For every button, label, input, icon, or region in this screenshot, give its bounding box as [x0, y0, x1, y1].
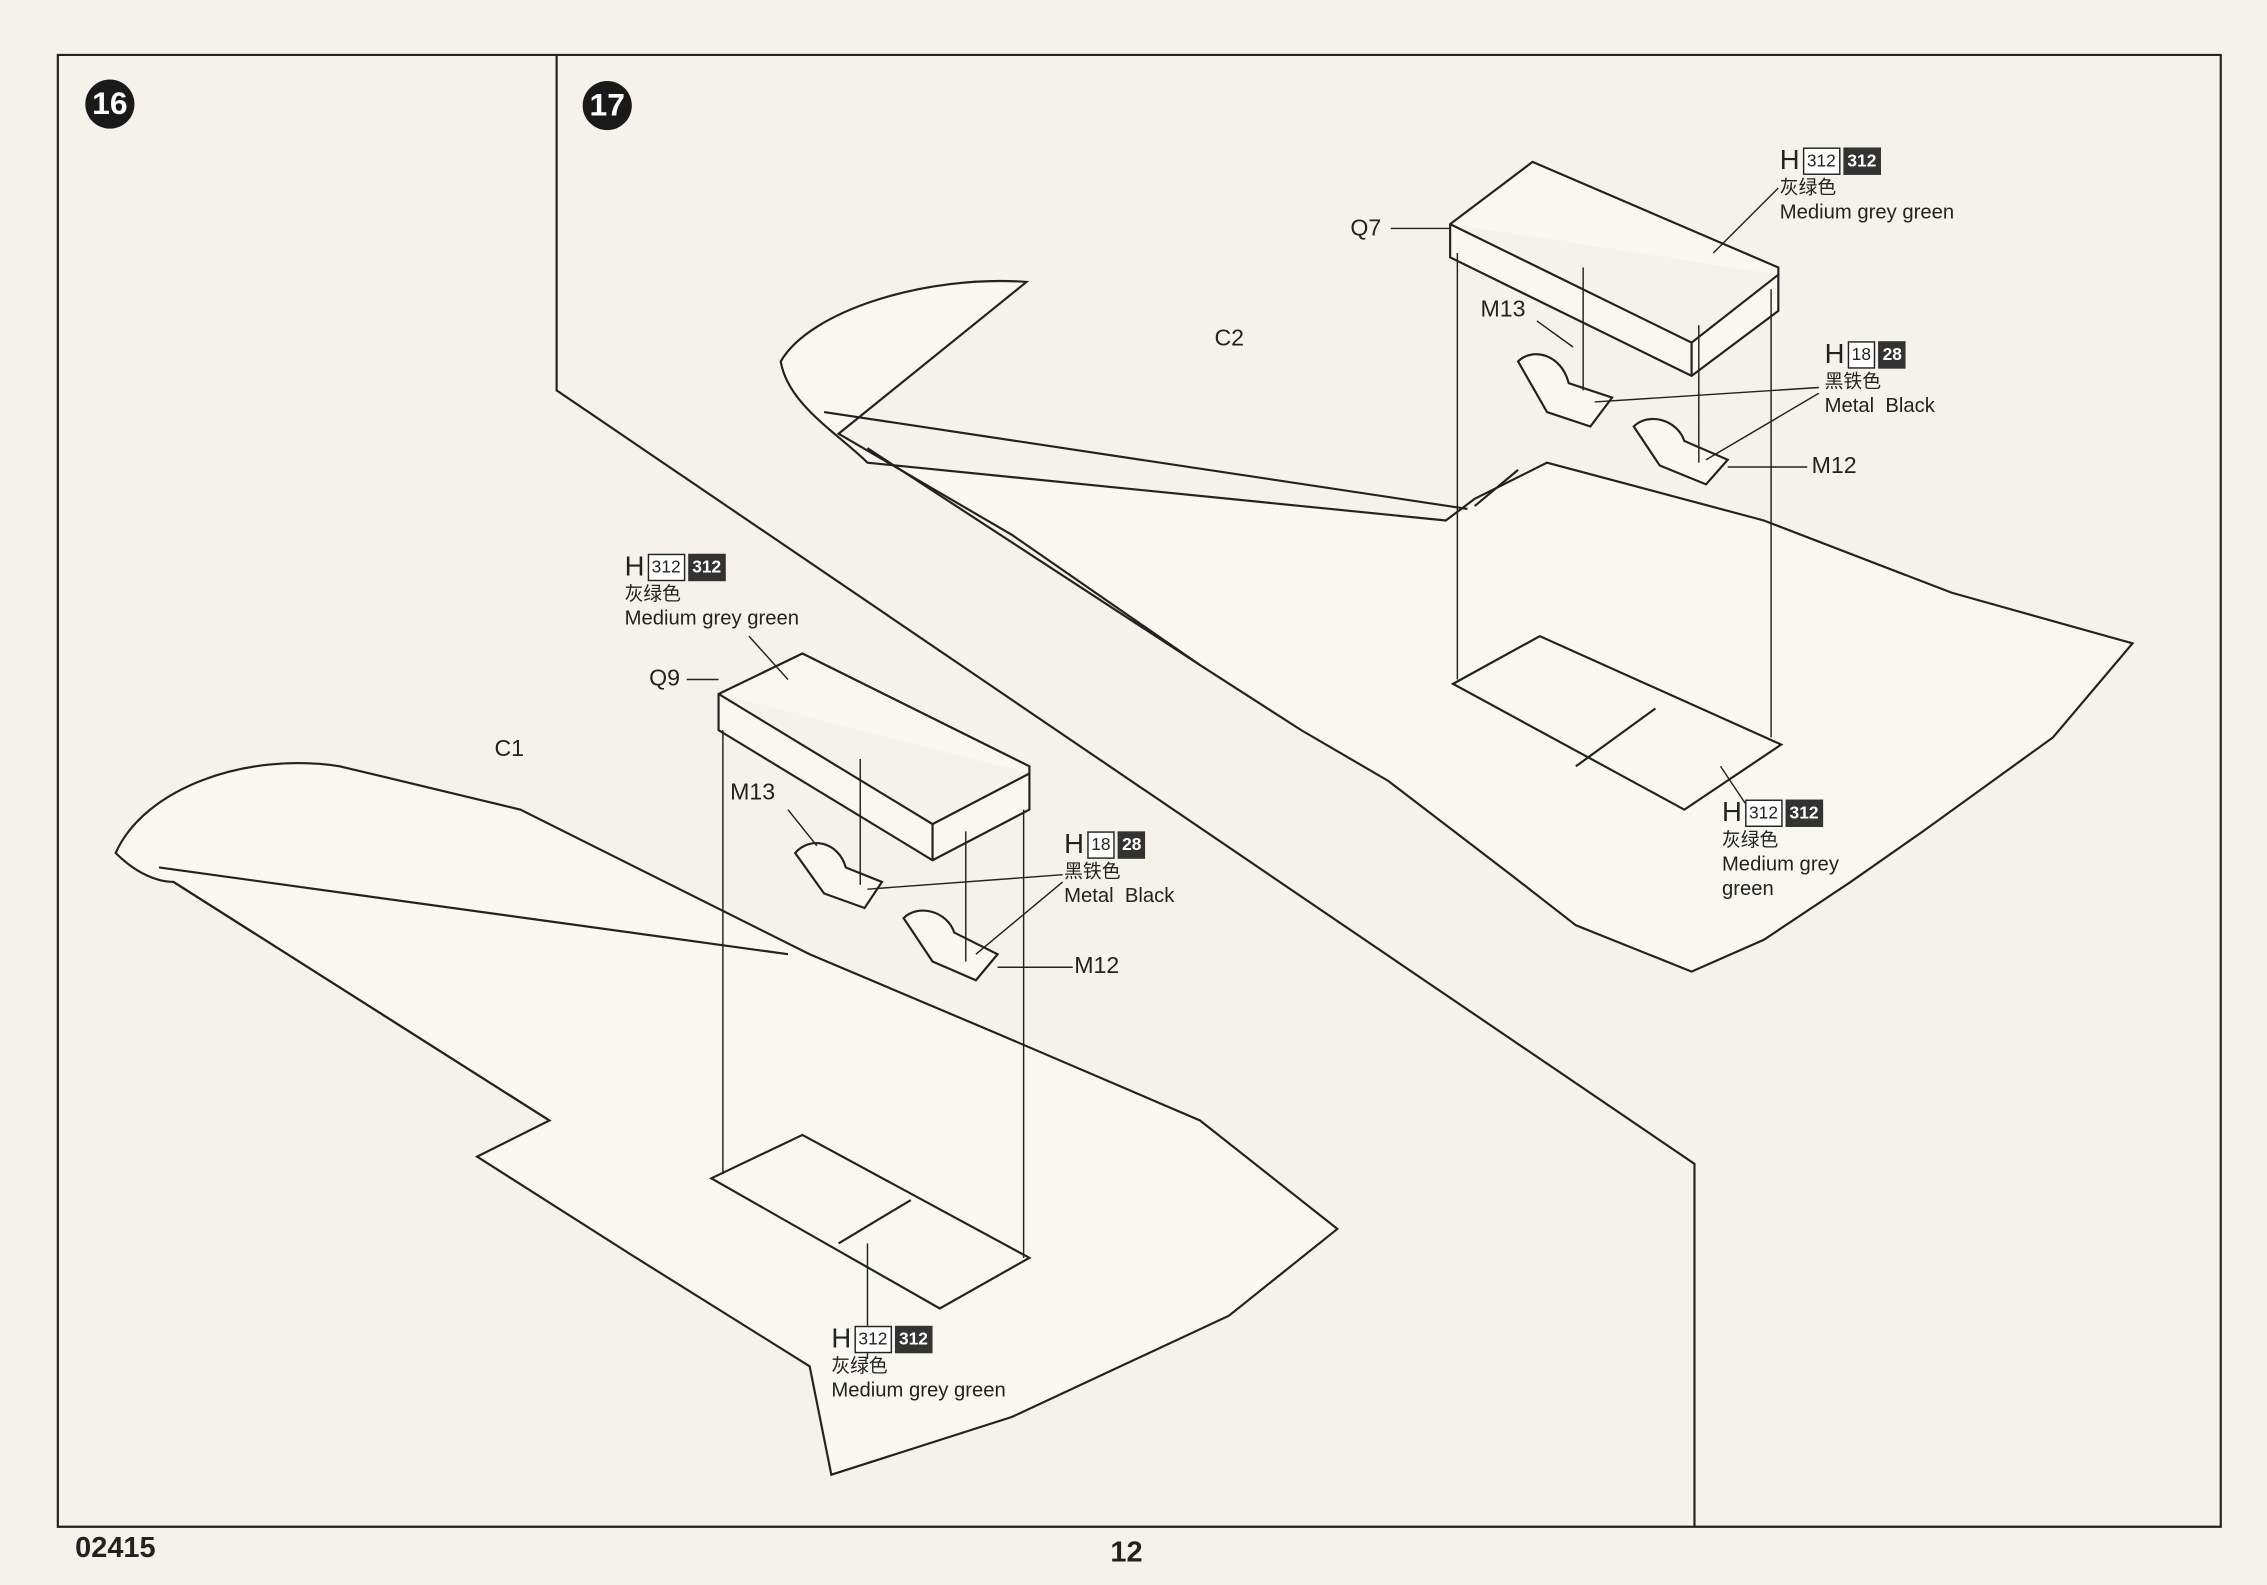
part-label-m13: M13	[1480, 297, 1526, 323]
guide-lines-17	[1390, 187, 1820, 811]
step-number-17: 17	[582, 80, 632, 131]
hatch-frame-17	[1450, 634, 1784, 811]
paint-name-en-cont: green	[1721, 876, 1774, 900]
paint-name-en: Metal Black	[1824, 393, 1935, 417]
paint-name-cn: 灰绿色	[1779, 176, 1837, 199]
bracket-m13-17	[1516, 353, 1614, 428]
paint-brand: H	[1824, 339, 1845, 371]
paint-code: 312	[1802, 147, 1841, 175]
wing-c2-edge	[823, 410, 1519, 666]
paint-brand: H	[1779, 146, 1800, 177]
part-label-q9: Q9	[649, 666, 681, 692]
bracket-m12-17	[1632, 417, 1730, 486]
paint-code-alt: 28	[1878, 341, 1907, 369]
paint-code: 312	[1744, 799, 1783, 827]
paint-name-cn: 灰绿色	[1721, 828, 1779, 851]
page-number: 12	[1110, 1536, 1143, 1569]
paint-name-cn: 灰绿色	[624, 582, 681, 605]
paint-brand: H	[624, 552, 645, 583]
guide-lines-16	[686, 635, 1073, 1360]
paint-code-alt: 28	[1117, 831, 1146, 859]
paint-code-alt: 312	[894, 1325, 933, 1354]
step-number-16: 16	[85, 79, 135, 129]
part-label-m12: M12	[1811, 453, 1857, 479]
box-q9	[717, 652, 1031, 862]
part-label-m13: M13	[730, 780, 776, 806]
paint-code: 18	[1086, 831, 1115, 859]
bracket-m13-16	[793, 842, 884, 910]
paint-name-en: Medium grey green	[1779, 199, 1955, 223]
part-label-m12: M12	[1074, 954, 1120, 979]
paint-brand: H	[831, 1324, 852, 1355]
paint-code-alt: 312	[1843, 147, 1881, 175]
paint-name-cn: 黑铁色	[1824, 370, 1882, 392]
box-q7	[1449, 160, 1780, 378]
paint-name-en: Medium grey	[1721, 851, 1839, 875]
hatch-frame-16	[708, 1133, 1032, 1310]
product-code: 02415	[75, 1532, 156, 1565]
paint-name-cn: 灰绿色	[831, 1354, 888, 1377]
paint-name-en: Medium grey green	[831, 1377, 1006, 1401]
paint-brand: H	[1721, 798, 1742, 829]
paint-code: 312	[854, 1325, 892, 1354]
part-label-q7: Q7	[1350, 216, 1382, 242]
paint-code: 312	[647, 553, 685, 582]
part-label-c2: C2	[1214, 326, 1245, 352]
page-frame	[56, 53, 2222, 1528]
wing-c1-edge	[158, 866, 789, 1122]
paint-code-alt: 312	[687, 553, 726, 582]
step-divider	[555, 54, 1696, 1527]
wing-c1	[114, 762, 1340, 1477]
paint-code: 18	[1847, 341, 1876, 369]
paint-name-en: Metal Black	[1064, 883, 1175, 907]
paint-code-alt: 312	[1785, 799, 1823, 827]
part-label-c1: C1	[494, 737, 525, 762]
bracket-m12-16	[902, 909, 1000, 982]
paint-name-cn: 黑铁色	[1064, 860, 1121, 882]
paint-brand: H	[1064, 829, 1084, 861]
paint-name-en: Medium grey green	[624, 605, 799, 629]
